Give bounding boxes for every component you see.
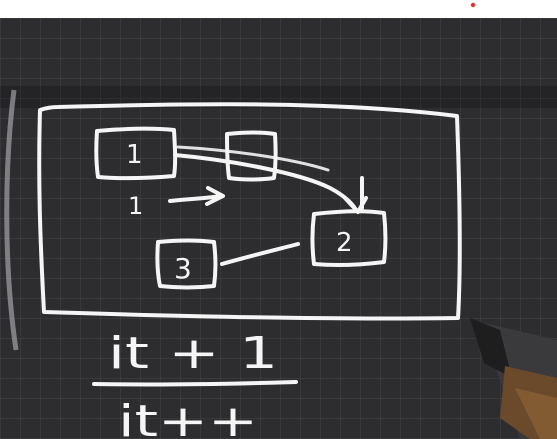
node-1-box <box>94 126 178 181</box>
canvas-shadow-band <box>0 86 557 108</box>
record-indicator-icon <box>470 2 476 8</box>
node-3-box <box>155 238 218 290</box>
iteration-arrow-icon <box>168 186 225 206</box>
formula-denominator: it++ <box>118 396 258 439</box>
iteration-label: 1 <box>128 192 143 220</box>
drawing-canvas[interactable]: 1 2 3 1 it + 1 it++ <box>0 18 557 439</box>
toolbar-graphics <box>470 2 476 8</box>
stylus-icon <box>470 318 557 439</box>
arrow-1-to-2 <box>173 153 358 212</box>
edge-3-to-2 <box>220 242 300 266</box>
outer-frame <box>37 102 462 321</box>
node-2-box <box>310 209 388 268</box>
node-2-label: 2 <box>336 228 353 258</box>
arrowhead-down-icon <box>343 176 368 214</box>
formula-numerator: it + 1 <box>108 328 278 379</box>
arrow-1-to-box <box>176 145 330 172</box>
empty-node-box <box>225 130 278 182</box>
node-1-label: 1 <box>126 140 143 170</box>
page-edge-highlight <box>4 89 19 351</box>
whiteboard-sketch: 1 2 3 1 it + 1 it++ <box>0 86 557 439</box>
node-3-label: 3 <box>174 252 192 285</box>
fraction-bar <box>92 380 298 387</box>
top-toolbar <box>0 0 557 18</box>
